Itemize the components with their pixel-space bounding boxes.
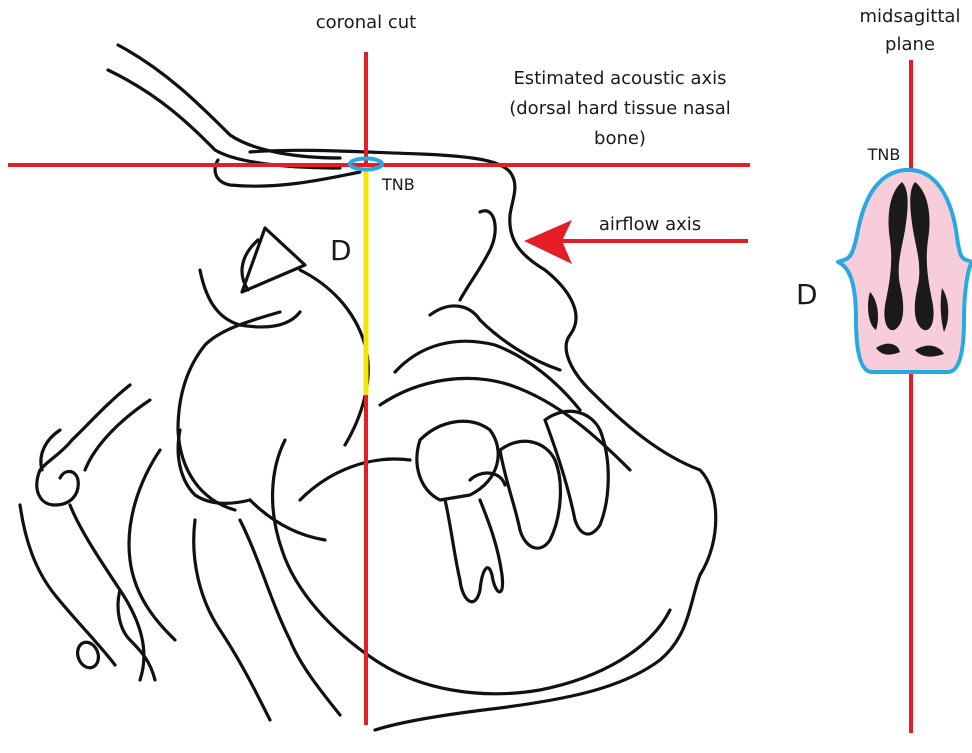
- coronal-cut-label: coronal cut: [316, 12, 416, 33]
- nasal-cross-section: [838, 170, 972, 372]
- midsagittal-plane-label-line1: midsagittal: [860, 6, 961, 27]
- acoustic-axis-label-line2: (dorsal hard tissue nasal: [509, 98, 731, 119]
- depth-label-right: D: [796, 278, 818, 311]
- acoustic-axis-label-line1: Estimated acoustic axis: [513, 68, 726, 89]
- depth-label-left: D: [330, 234, 352, 267]
- acoustic-axis-label-line3: bone): [594, 128, 646, 149]
- tnb-label-left: TNB: [381, 175, 415, 194]
- airflow-axis-label: airflow axis: [599, 214, 701, 235]
- tnb-label-right: TNB: [867, 145, 901, 164]
- midsagittal-plane-label-line2: plane: [885, 34, 935, 55]
